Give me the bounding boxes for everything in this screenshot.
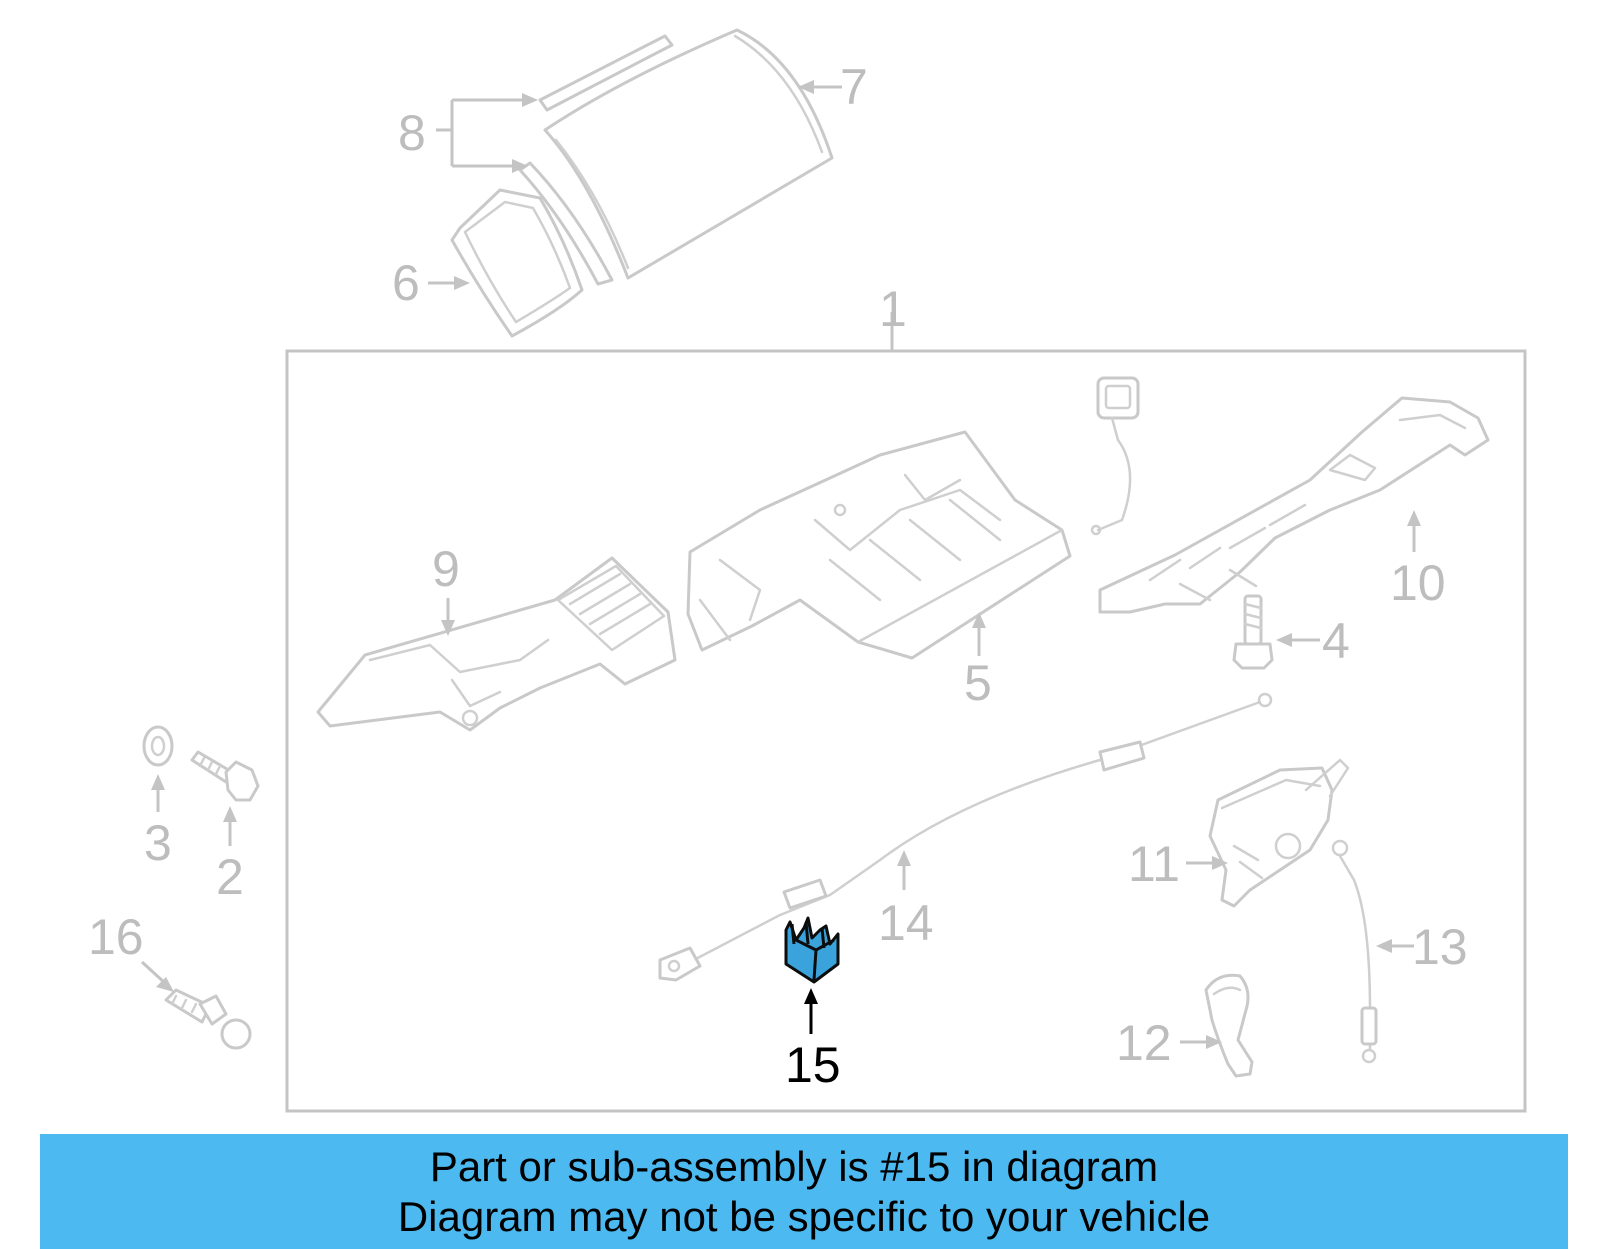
leader-8	[436, 98, 530, 168]
arrow-8a	[522, 93, 538, 107]
callout-4[interactable]: 4	[1322, 613, 1350, 669]
part-7-cover-panel[interactable]	[543, 28, 834, 280]
callout-11[interactable]: 11	[1128, 836, 1180, 892]
part-14-cable[interactable]	[658, 692, 1273, 982]
part-8-trim-strips[interactable]	[518, 34, 674, 286]
part-2-bolt[interactable]	[190, 750, 260, 802]
callout-8[interactable]: 8	[398, 105, 426, 161]
callout-1[interactable]: 1	[879, 281, 907, 337]
arrow-5	[972, 612, 986, 628]
arrow-9	[441, 620, 455, 636]
part-13-rod[interactable]	[1331, 839, 1378, 1064]
arrow-13	[1376, 939, 1392, 953]
info-banner: Part or sub-assembly is #15 in diagram D…	[40, 1134, 1568, 1249]
callout-13[interactable]: 13	[1412, 919, 1468, 975]
arrow-16	[156, 977, 174, 992]
part-4-bolt[interactable]	[1232, 594, 1274, 670]
callout-12[interactable]: 12	[1116, 1015, 1172, 1071]
part-6-front-panel[interactable]	[450, 188, 584, 338]
part-11-latch-actuator[interactable]	[1208, 758, 1350, 908]
arrow-14	[897, 850, 911, 866]
callout-9[interactable]: 9	[432, 541, 460, 597]
banner-part-note: Part or sub-assembly is #15 in diagram	[429, 1143, 1159, 1190]
callout-6[interactable]: 6	[392, 255, 420, 311]
arrow-6	[454, 276, 470, 290]
callout-14[interactable]: 14	[878, 895, 934, 951]
callout-2[interactable]: 2	[216, 849, 244, 905]
arrow-8b	[512, 159, 528, 173]
arrow-3	[151, 774, 165, 790]
arrow-2	[223, 806, 237, 822]
callout-10[interactable]: 10	[1390, 555, 1446, 611]
part-5-center-bracket[interactable]	[686, 430, 1072, 660]
arrow-10	[1407, 510, 1421, 526]
arrow-15	[804, 988, 818, 1004]
part-3-washer[interactable]	[142, 725, 174, 767]
sensor-with-wire[interactable]	[1090, 376, 1140, 536]
part-15-clip-highlighted[interactable]	[784, 916, 840, 984]
assembly-frame	[285, 349, 1527, 1113]
callout-5[interactable]: 5	[964, 655, 992, 711]
banner-vehicle-disclaimer: Diagram may not be specific to your vehi…	[397, 1193, 1211, 1240]
part-10-right-bracket[interactable]	[1098, 396, 1490, 614]
arrow-12	[1206, 1035, 1222, 1049]
arrow-11	[1212, 856, 1228, 870]
callout-16[interactable]: 16	[88, 909, 144, 965]
part-12-handle[interactable]	[1204, 973, 1254, 1078]
callout-7[interactable]: 7	[840, 59, 868, 115]
callout-15[interactable]: 15	[785, 1037, 841, 1093]
callout-3[interactable]: 3	[144, 815, 172, 871]
leader-16	[140, 960, 168, 986]
part-9-bracket-vent[interactable]	[316, 556, 677, 732]
arrow-7	[798, 80, 814, 94]
part-16-ball-stud[interactable]	[164, 988, 252, 1050]
arrow-4	[1276, 633, 1292, 647]
